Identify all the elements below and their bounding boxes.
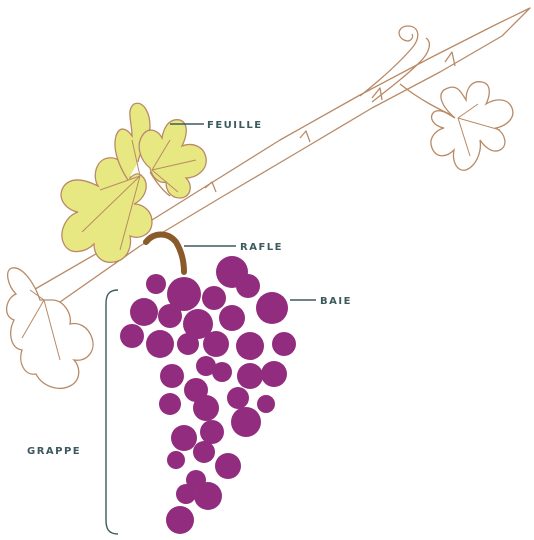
berry [257, 395, 275, 413]
tendril [360, 26, 418, 96]
label-baie: BAIE [320, 296, 352, 307]
berry [219, 305, 245, 331]
berry [176, 484, 196, 504]
berry [212, 362, 232, 382]
rafle-stalk [146, 235, 184, 273]
berry [272, 332, 296, 356]
leaf-outline-right [431, 82, 513, 171]
berry [146, 330, 174, 358]
berry [130, 298, 158, 326]
berry [193, 441, 215, 463]
berry [171, 425, 197, 451]
berry [231, 407, 261, 437]
berry [227, 387, 249, 409]
berry [256, 292, 288, 324]
label-rafle: RAFLE [240, 242, 283, 253]
berry [261, 361, 287, 387]
berry [194, 482, 222, 510]
berry [160, 364, 184, 388]
yellow-leaf-small [139, 120, 206, 198]
berry [120, 324, 144, 348]
berry [158, 304, 182, 328]
berry [237, 363, 263, 389]
grappe-bracket [106, 290, 118, 534]
berry [146, 274, 166, 294]
berry [167, 451, 185, 469]
berry [166, 506, 194, 534]
leaf-outline-left [7, 268, 93, 389]
berry [159, 393, 181, 415]
berry [193, 395, 219, 421]
label-grappe: GRAPPE [27, 446, 81, 457]
berry [202, 286, 226, 310]
label-feuille: FEUILLE [207, 120, 263, 131]
berry [200, 420, 224, 444]
grape-cluster [120, 256, 296, 534]
berry [236, 274, 260, 298]
berry [177, 333, 199, 355]
berry [236, 332, 264, 360]
berry [203, 331, 229, 357]
berry [215, 453, 241, 479]
